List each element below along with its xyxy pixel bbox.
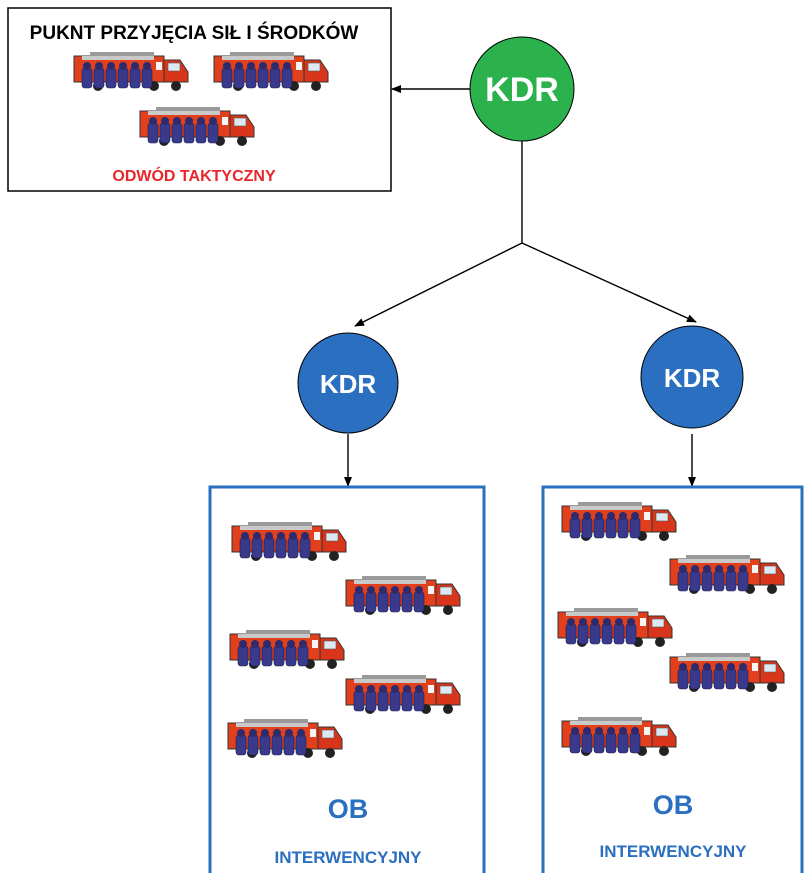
arrow-to-right-kdr bbox=[521, 242, 697, 323]
kdr-node-right-label: KDR bbox=[664, 363, 721, 393]
section-left-subtitle: INTERWENCYJNY bbox=[274, 848, 422, 867]
section-right-subtitle: INTERWENCYJNY bbox=[599, 842, 747, 861]
kdr-node-right bbox=[640, 325, 744, 429]
reserve-box bbox=[7, 7, 392, 192]
section-right-title: OB bbox=[653, 790, 694, 820]
kdr-node-left bbox=[297, 332, 399, 434]
arrow-to-left-kdr bbox=[354, 242, 523, 327]
reserve-box-title: PUKNT PRZYJĘCIA SIŁ I ŚRODKÓW bbox=[30, 22, 359, 44]
reserve-box-subtitle: ODWÓD TAKTYCZNY bbox=[112, 166, 276, 185]
kdr-node-top bbox=[469, 36, 575, 142]
kdr-node-left-label: KDR bbox=[320, 369, 377, 399]
kdr-node-top-label: KDR bbox=[485, 71, 559, 109]
section-left-title: OB bbox=[328, 794, 369, 824]
